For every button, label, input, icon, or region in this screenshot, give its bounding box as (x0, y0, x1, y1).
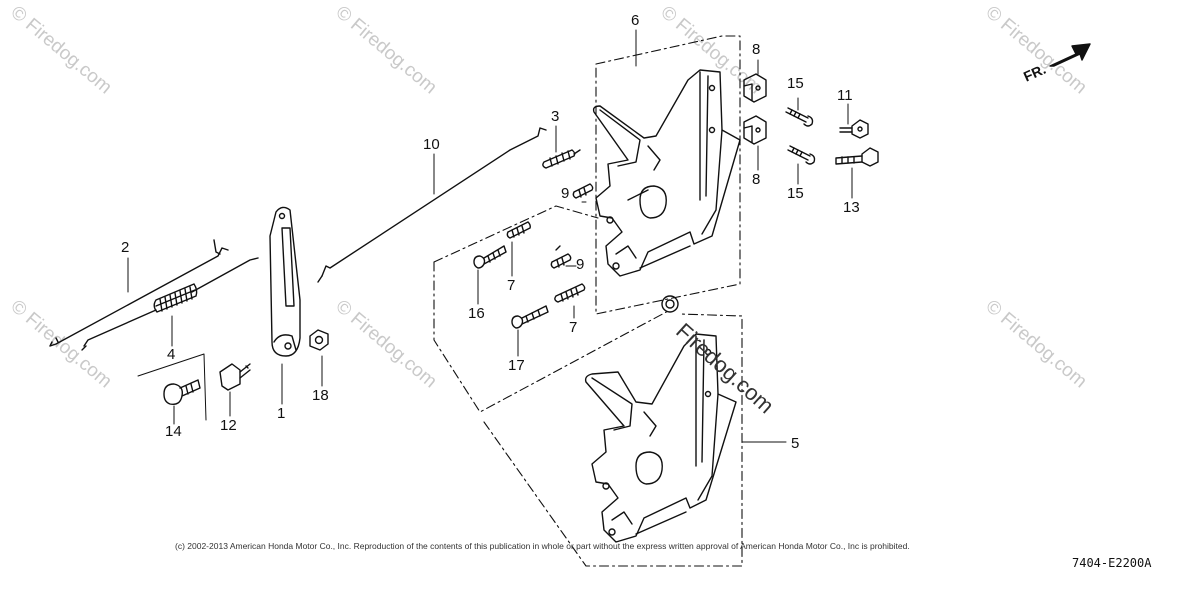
callout-15-lower: 15 (787, 185, 804, 202)
spring-part-4 (153, 283, 198, 313)
callout-14: 14 (165, 423, 182, 440)
callout-9-upper: 9 (561, 185, 570, 202)
bracket-assembly-part-6 (592, 69, 741, 277)
screw-part-15-upper (785, 107, 814, 127)
callout-7-lower: 7 (569, 319, 578, 336)
rod-part-2 (49, 239, 229, 347)
spring-part-9-lower (550, 245, 572, 269)
leader-lines (127, 29, 853, 443)
callout-7-upper: 7 (507, 277, 516, 294)
bracket-assembly-part-5 (584, 333, 737, 543)
callout-3: 3 (551, 108, 560, 125)
callout-6: 6 (631, 12, 640, 29)
callout-5: 5 (791, 435, 800, 452)
bolt-part-17 (511, 305, 549, 329)
clip-part-8-upper (743, 73, 767, 103)
callout-16: 16 (468, 305, 485, 322)
callout-10: 10 (423, 136, 440, 153)
clip-part-8-lower (743, 115, 767, 145)
bolt-part-12 (219, 363, 251, 391)
callout-8-upper: 8 (752, 41, 761, 58)
nut-part-18 (309, 329, 329, 351)
lever-part-1 (269, 206, 301, 357)
callout-18: 18 (312, 387, 329, 404)
callout-15-upper: 15 (787, 75, 804, 92)
callout-1: 1 (277, 405, 286, 422)
spring-part-7-lower (554, 283, 586, 303)
group-boundary-lines (433, 35, 743, 567)
callout-17: 17 (508, 357, 525, 374)
bolt-part-16 (473, 245, 507, 269)
spring-part-3 (542, 149, 581, 169)
leader-line (137, 353, 207, 421)
copyright-notice: (c) 2002-2013 American Honda Motor Co., … (175, 541, 910, 551)
spring-part-7-upper (506, 221, 531, 239)
figure-code: 7404-E2200A (1072, 556, 1152, 570)
rod-part-4 (81, 257, 259, 351)
bolt-part-14 (163, 379, 201, 406)
callout-9-lower: 9 (576, 256, 585, 273)
callout-4: 4 (167, 346, 176, 363)
front-direction-arrow-icon (1049, 43, 1091, 67)
callout-8-lower: 8 (752, 171, 761, 188)
callout-12: 12 (220, 417, 237, 434)
callout-11: 11 (837, 87, 853, 104)
bolt-part-13 (835, 147, 879, 167)
callout-13: 13 (843, 199, 860, 216)
callout-2: 2 (121, 239, 130, 256)
bolt-part-11 (839, 119, 869, 139)
spring-part-9-upper (572, 183, 594, 199)
screw-part-15-lower (787, 145, 816, 165)
grommet (661, 295, 679, 313)
rod-part-10 (317, 127, 547, 283)
